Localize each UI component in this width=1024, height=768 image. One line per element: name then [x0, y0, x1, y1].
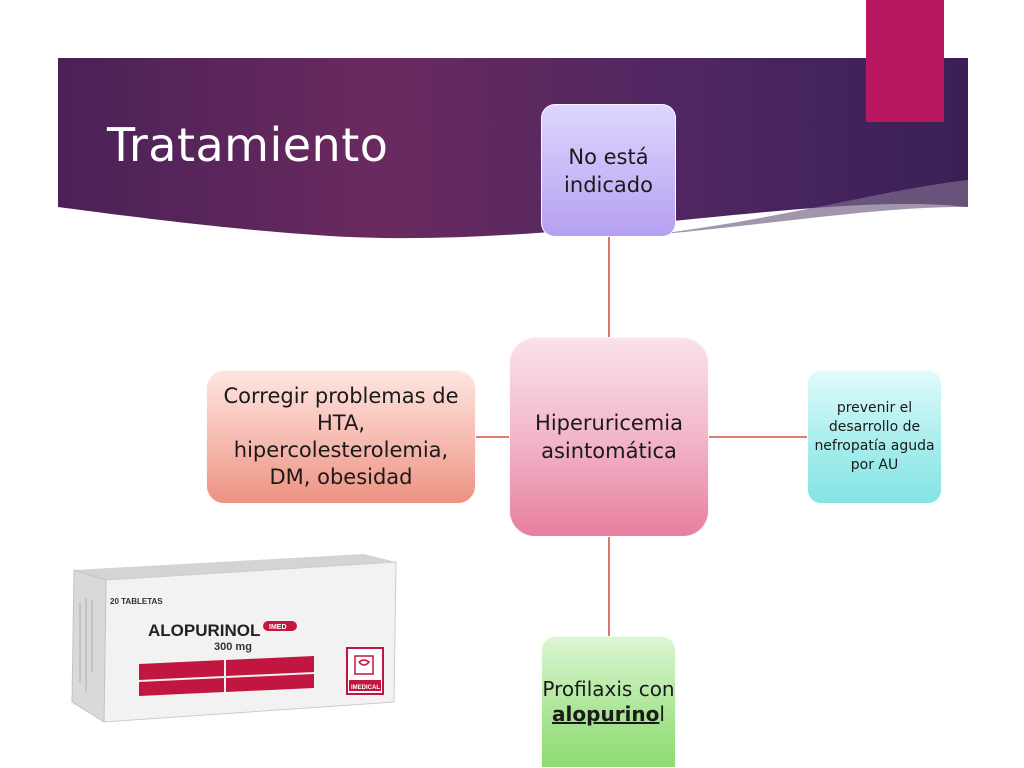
connectors	[476, 237, 807, 636]
box-stripe-4	[226, 674, 314, 692]
node-hiperuricemia: Hiperuricemia asintomática	[509, 337, 709, 537]
node-bottom-suffix: l	[659, 702, 665, 726]
box-stripe-3	[139, 678, 224, 696]
node-profilaxis: Profilaxis con alopurinol	[541, 636, 676, 768]
node-bottom-prefix: Profilaxis con	[542, 677, 675, 701]
box-maker-badge	[263, 621, 297, 631]
node-right-text: prevenir el desarrollo de nefropatía agu…	[814, 400, 935, 473]
box-dose: 300 mg	[214, 641, 252, 653]
slide-title: Tratamiento	[107, 118, 389, 172]
header-band-sweep	[640, 180, 968, 236]
node-left-text: Corregir problemas de HTA, hipercolester…	[223, 384, 459, 489]
box-stripe-2	[226, 656, 314, 676]
header-band	[58, 58, 968, 239]
node-no-indicado: No está indicado	[541, 104, 676, 237]
box-side-print	[79, 598, 93, 692]
alopurinol-box-image: 20 TABLETAS ALOPURINOL IMED 300 mg IMEDI…	[71, 554, 397, 723]
box-maker-logo-figure	[354, 655, 374, 675]
node-corregir: Corregir problemas de HTA, hipercolester…	[206, 370, 476, 504]
box-maker-badge-text: IMED	[269, 624, 287, 631]
node-bottom-text: Profilaxis con alopurinol	[542, 677, 675, 727]
box-side-face	[71, 569, 107, 723]
box-maker-name: IMEDICAL	[351, 685, 380, 691]
box-count-label: 20 TABLETAS	[110, 597, 163, 606]
box-stripe-1	[139, 660, 224, 680]
node-bottom-emphasis: alopurino	[552, 702, 660, 726]
node-center-text: Hiperuricemia asintomática	[535, 411, 683, 463]
node-prevenir: prevenir el desarrollo de nefropatía agu…	[807, 370, 942, 504]
box-top-face	[74, 554, 396, 580]
node-top-text: No está indicado	[564, 144, 653, 197]
box-brand: ALOPURINOL	[148, 621, 260, 640]
accent-tab	[866, 0, 944, 122]
